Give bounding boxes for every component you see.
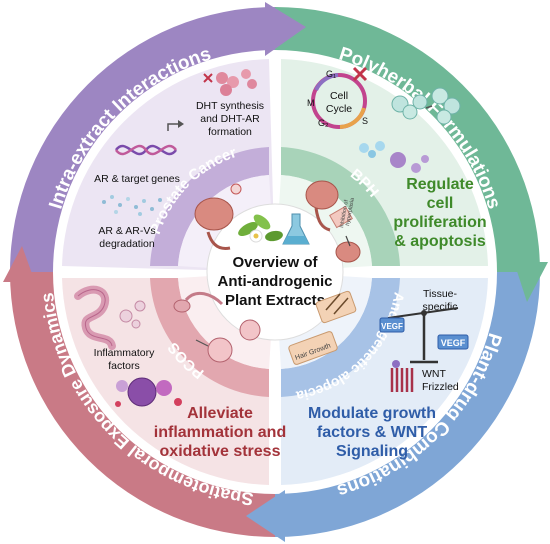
plant-leaves-icon xyxy=(238,214,283,243)
cell-cycle-line2: Cycle xyxy=(326,103,352,115)
headline-alleviate-line3: oxidative stress xyxy=(160,443,281,460)
dht-line2: and DHT-AR xyxy=(200,113,260,125)
center-title-line1: Overview of xyxy=(232,254,318,271)
headline-regulate-line4: & apoptosis xyxy=(394,233,486,250)
inner-ring-purple xyxy=(150,147,269,266)
bph-note-line1: Inhibition of xyxy=(339,199,350,228)
phase-s: S xyxy=(362,116,368,126)
hair-follicle-icon xyxy=(288,290,357,365)
outer-ring xyxy=(3,2,548,542)
phase-m: M xyxy=(307,98,315,108)
headline-regulate-line2: cell xyxy=(427,195,454,212)
bph-organ-icon xyxy=(305,180,361,263)
arrowhead-right xyxy=(514,262,548,302)
outer-ring-red xyxy=(10,272,275,537)
vegf-left: VEGF xyxy=(381,322,403,331)
inner-ring-blue xyxy=(281,278,400,397)
vegf-right: VEGF xyxy=(441,338,466,348)
inflammatory-line2: factors xyxy=(108,360,140,372)
headline-regulate-line3: proliferation xyxy=(393,214,486,231)
bph-note-line2: hyperplasia xyxy=(345,197,356,227)
arrowhead-top xyxy=(265,2,306,56)
ar-degradation-line1: AR & AR-Vs xyxy=(98,225,155,237)
frizzled-label: Frizzled xyxy=(422,381,459,393)
center-title-line3: Plant Extracts xyxy=(225,292,325,309)
arrowhead-bottom xyxy=(246,490,285,542)
center-title-line2: Anti-androgenic xyxy=(218,273,333,290)
ovary-icon xyxy=(173,291,261,363)
apoptotic-cells-icon xyxy=(359,141,429,173)
headline-modulate-line2: factors & WNT xyxy=(317,424,427,441)
cell-cycle-line1: Cell xyxy=(330,90,348,102)
arrowhead-left xyxy=(3,246,35,282)
headline-alleviate-line1: Alleviate xyxy=(187,405,253,422)
dna-helix-icon xyxy=(114,120,184,156)
tissue-line1: Tissue- xyxy=(423,288,458,300)
degradation-dots-icon xyxy=(102,195,162,216)
center-circle xyxy=(206,203,344,341)
oxidative-stress-icon xyxy=(115,377,182,407)
headline-modulate-line3: Signaling xyxy=(336,443,408,460)
quadrant-polyherbal-content: Cell Cycle G₁ M G₂ S xyxy=(305,66,487,263)
cytokine-cells-icon xyxy=(119,300,146,329)
wnt-label: WNT xyxy=(422,368,446,380)
headline-regulate-line1: Regulate xyxy=(406,176,474,193)
cell-cluster-icon xyxy=(391,87,461,125)
outer-ring-green xyxy=(275,7,540,272)
outer-ring-blue xyxy=(275,272,540,537)
dht-line3: formation xyxy=(208,126,252,138)
headline-modulate-line1: Modulate growth xyxy=(308,405,436,422)
flask-icon xyxy=(282,213,310,245)
ar-degradation-line2: degradation xyxy=(99,238,155,250)
ar-target-genes: AR & target genes xyxy=(94,173,180,185)
frizzled-receptor-icon xyxy=(390,360,414,392)
quadrant-pcos-content: Inflammatory factors Alleviate inflammat… xyxy=(74,285,286,460)
balance-scale-icon xyxy=(379,307,469,364)
cell-cycle-icon xyxy=(311,66,368,129)
outer-ring-purple xyxy=(10,7,275,272)
dht-cells-icon xyxy=(203,69,257,96)
prostate-organ-icon xyxy=(194,183,242,250)
phase-g2: G₂ xyxy=(318,118,329,128)
intestine-icon xyxy=(74,285,116,350)
inflammatory-line1: Inflammatory xyxy=(94,347,155,359)
headline-alleviate-line2: inflammation and xyxy=(154,424,286,441)
phase-g1: G₁ xyxy=(326,69,336,79)
dht-line1: DHT synthesis xyxy=(196,100,264,112)
quadrant-alopecia-content: Tissue- specific VEGF VEGF Hair Growth W… xyxy=(288,288,469,460)
inner-ring-green xyxy=(281,147,400,266)
quadrant-prostate-content: DHT synthesis and DHT-AR formation AR & … xyxy=(94,69,264,250)
